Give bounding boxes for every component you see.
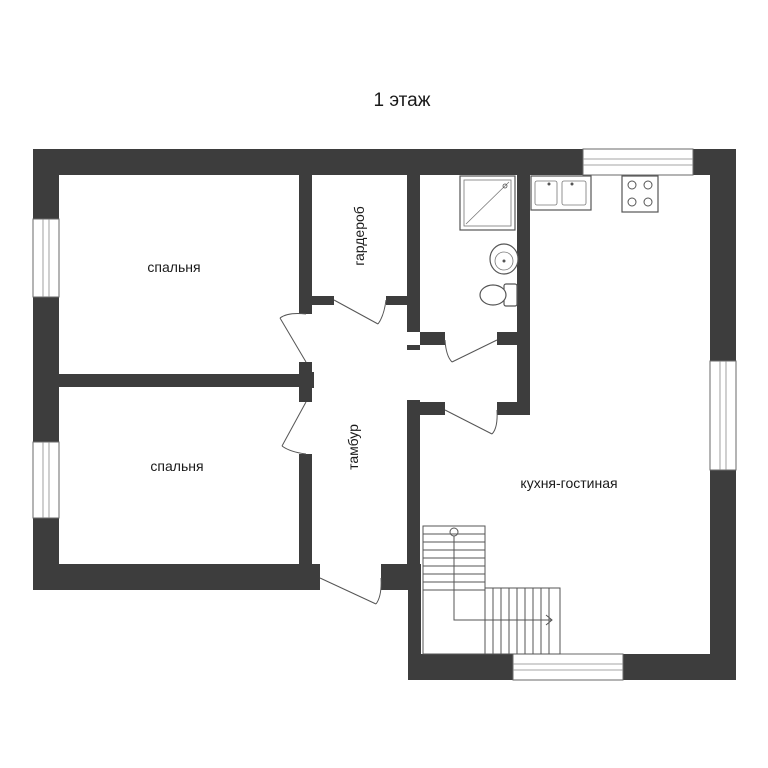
room-label-bedroom-top: спальня bbox=[147, 259, 200, 275]
shower-icon bbox=[459, 175, 516, 231]
stove-icon bbox=[621, 175, 659, 213]
staircase-icon bbox=[422, 525, 561, 655]
room-label-kitchen-living: кухня-гостиная bbox=[520, 475, 617, 491]
room-label-wardrobe: гардероб bbox=[351, 206, 367, 266]
floor-title: 1 этаж bbox=[374, 90, 431, 111]
sink-icon bbox=[489, 243, 519, 275]
room-label-vestibule: тамбур bbox=[345, 424, 361, 470]
room-label-bedroom-bottom: спальня bbox=[150, 458, 203, 474]
walls bbox=[33, 149, 736, 680]
doors bbox=[279, 299, 498, 605]
kitchen-sink-icon bbox=[530, 175, 592, 211]
windows bbox=[32, 148, 737, 681]
toilet-icon bbox=[479, 283, 518, 307]
